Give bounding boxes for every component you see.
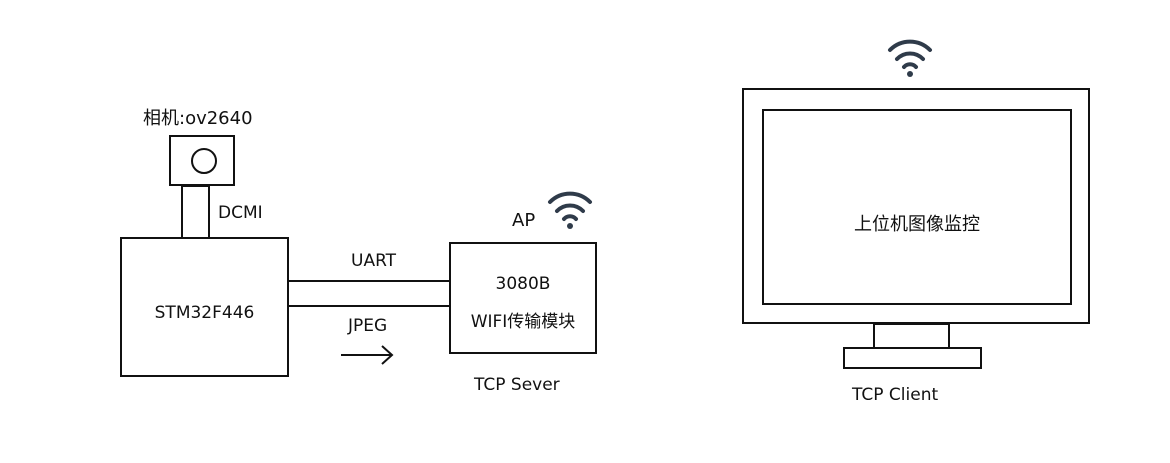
camera-mount (181, 185, 210, 239)
camera-lens-icon (191, 148, 217, 174)
dcmi-label: DCMI (218, 203, 263, 223)
right-arrow-icon (341, 345, 394, 365)
mcu-label: STM32F446 (154, 303, 255, 323)
camera-label: 相机:ov2640 (143, 108, 253, 129)
wifi-module-model: 3080B (495, 274, 551, 294)
wifi-icon (548, 191, 592, 229)
tcp-server-label: TCP Sever (474, 375, 560, 395)
wifi-module-box: 3080B WIFI传输模块 (449, 242, 597, 354)
monitor-stand-neck (873, 323, 950, 349)
jpeg-label: JPEG (348, 316, 388, 336)
monitor-stand-base (843, 347, 982, 369)
wifi-module-name: WIFI传输模块 (470, 312, 576, 332)
camera-body (169, 135, 235, 186)
monitor-frame: 上位机图像监控 (742, 88, 1090, 324)
mcu-box: STM32F446 (120, 237, 289, 377)
wifi-icon (888, 39, 932, 77)
monitor-screen-text: 上位机图像监控 (854, 214, 980, 235)
tcp-client-label: TCP Client (852, 385, 939, 405)
monitor-screen: 上位机图像监控 (762, 109, 1072, 305)
ap-label: AP (512, 210, 536, 231)
uart-label: UART (351, 251, 397, 271)
